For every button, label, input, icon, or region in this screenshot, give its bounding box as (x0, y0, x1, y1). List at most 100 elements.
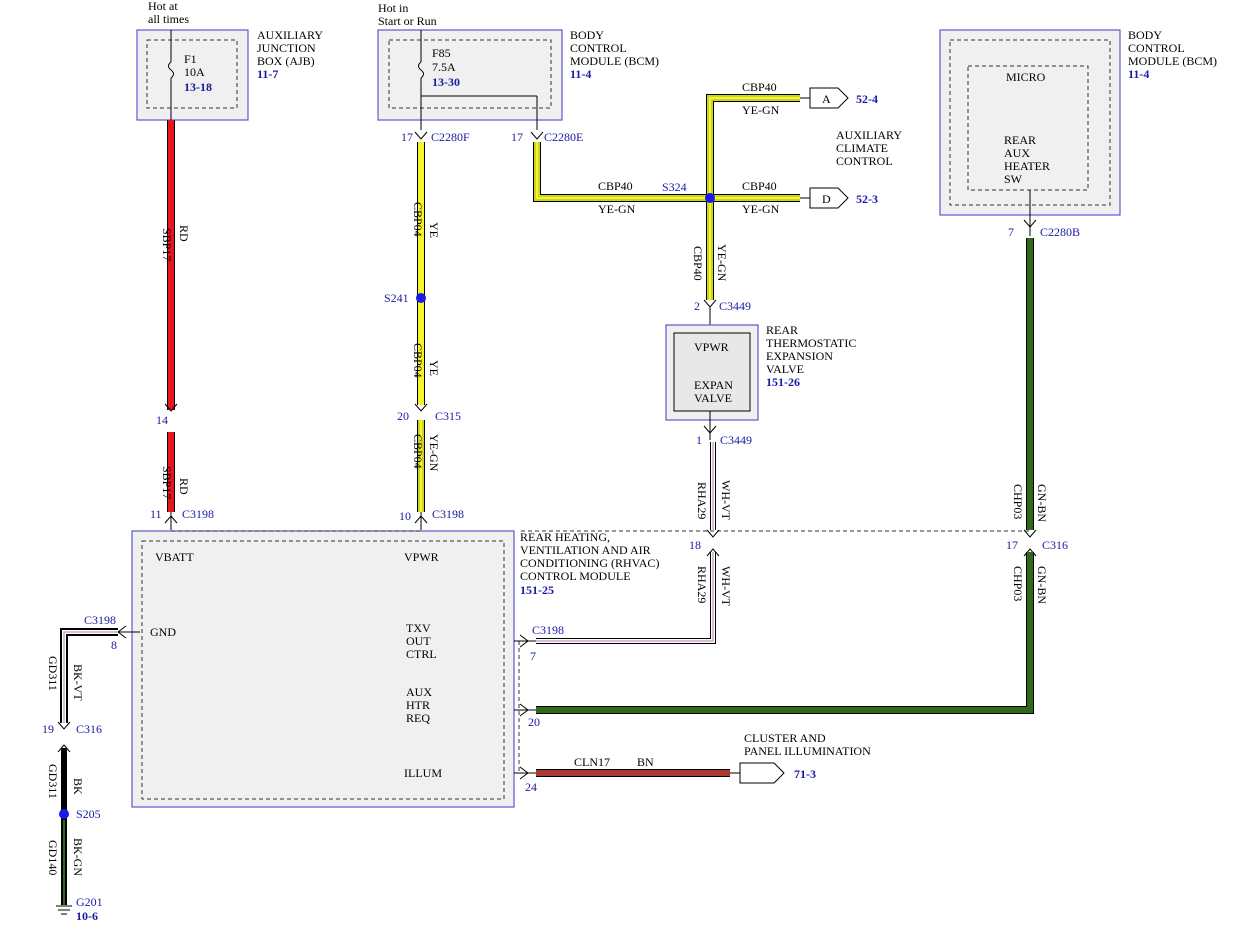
wire-color-yegn-left: YE-GN (598, 202, 636, 216)
rhvac-label-2: VENTILATION AND AIR (520, 543, 651, 557)
ajb-label-2: JUNCTION (257, 41, 316, 55)
rhvac-aux-2: HTR (406, 698, 430, 712)
wire-color-yegn-vertical: YE-GN (715, 244, 729, 282)
connector-c3198-top-left: C3198 (182, 507, 214, 521)
wire-color-bkgn: BK-GN (71, 838, 85, 876)
pin-11: 11 (150, 507, 162, 521)
header-all-times: all times (148, 12, 189, 26)
wire-label-cbp04-2: CBP04 (411, 343, 425, 378)
fuse-f1-amps: 10A (184, 65, 205, 79)
offpage-d-letter: D (822, 192, 831, 206)
rhvac-ref: 151-25 (520, 583, 554, 597)
fuse-f85-amps: 7.5A (432, 60, 456, 74)
fuse-icon (168, 61, 174, 79)
connector-c2280f: C2280F (431, 130, 470, 144)
wire-cbp40: S324 CBP40 YE-GN CBP40 YE-GN CBP40 YE-GN… (533, 80, 800, 325)
rhvac-vpwr: VPWR (404, 550, 439, 564)
splice-label-s205: S205 (76, 807, 101, 821)
splice-s324 (705, 193, 715, 203)
pin-20-c315: 20 (397, 409, 409, 423)
body-control-module-micro: MICRO REAR AUX HEATER SW BODY CONTROL MO… (939, 28, 1217, 239)
wire-color-rd-top: RD (177, 225, 191, 242)
pin-18: 18 (689, 538, 701, 552)
rhvac-aux-3: REQ (406, 711, 430, 725)
connector-c3198-gnd: C3198 (84, 613, 116, 627)
connector-c316-right: C316 (1042, 538, 1068, 552)
fuse-icon (418, 61, 424, 79)
cluster-label-2: PANEL ILLUMINATION (744, 744, 871, 758)
rhvac-illum: ILLUM (404, 766, 442, 780)
valve-vpwr: VPWR (694, 340, 729, 354)
wire-label-chp03-top: CHP03 (1011, 484, 1025, 519)
valve-ref: 151-26 (766, 375, 800, 389)
wire-color-bkvt: BK-VT (71, 664, 85, 701)
pin-8: 8 (111, 638, 117, 652)
wire-color-bn: BN (637, 755, 654, 769)
ajb-ref: 11-7 (257, 67, 278, 81)
ground-g201-ref: 10-6 (76, 909, 98, 923)
splice-s241 (416, 293, 426, 303)
ajb-label-1: AUXILIARY (257, 28, 323, 42)
micro-label: MICRO (1006, 70, 1046, 84)
micro-sw-4: SW (1004, 172, 1023, 186)
rhvac-label-3: CONDITIONING (RHVAC) (520, 556, 659, 570)
wire-color-rd-bottom: RD (177, 478, 191, 495)
wire-color-ye-1: YE (427, 222, 441, 238)
bcm-label-3: MODULE (BCM) (570, 54, 659, 68)
aux-climate-2: CLIMATE (836, 141, 888, 155)
bcm-ref: 11-4 (570, 67, 591, 81)
valve-expan: EXPAN (694, 378, 733, 392)
wire-label-cln17: CLN17 (574, 755, 610, 769)
cluster-ref: 71-3 (794, 767, 816, 781)
wire-label-gd311-bottom: GD311 (46, 764, 60, 799)
wire-cln17: CLN17 BN CLUSTER AND PANEL ILLUMINATION … (536, 731, 871, 784)
wire-rha29: RHA29 WH-VT 18 RHA29 WH-VT (536, 442, 733, 644)
wire-label-sbp17-top: SBP17 (160, 228, 174, 261)
pin-2: 2 (694, 299, 700, 313)
valve-label-3: EXPANSION (766, 349, 833, 363)
auxiliary-climate-control-label: AUXILIARY CLIMATE CONTROL (836, 128, 902, 168)
header-hot-in: Hot in (378, 1, 408, 15)
bcm-label-1: BODY (570, 28, 604, 42)
offpage-connector-a[interactable]: A 52-4 (800, 87, 878, 109)
splice-s205 (59, 809, 69, 819)
wire-color-yegn-top: YE-GN (742, 103, 780, 117)
connector-c3198-right: C3198 (532, 623, 564, 637)
offpage-a-ref: 52-4 (856, 92, 878, 106)
wire-label-cbp40-vertical: CBP40 (691, 246, 705, 281)
ajb-label-3: BOX (AJB) (257, 54, 315, 68)
fuse-f1: F1 (184, 52, 197, 66)
offpage-cluster-connector (739, 762, 785, 784)
wire-label-rha29-top: RHA29 (695, 482, 709, 519)
valve-label-2: THERMOSTATIC (766, 336, 856, 350)
header-hot-at: Hot at (148, 0, 178, 13)
wire-label-rha29-bottom: RHA29 (695, 566, 709, 603)
splice-label-s241: S241 (384, 291, 409, 305)
connector-c2280b: C2280B (1040, 225, 1080, 239)
wire-label-cbp04-1: CBP04 (411, 202, 425, 237)
aux-climate-1: AUXILIARY (836, 128, 902, 142)
bcm2-ref: 11-4 (1128, 67, 1149, 81)
wire-label-sbp17-bottom: SBP17 (160, 466, 174, 499)
wire-color-gnbn-top: GN-BN (1035, 484, 1049, 522)
rhvac-txv-3: CTRL (406, 647, 437, 661)
fuse-f1-ref: 13-18 (184, 80, 212, 94)
offpage-connector-d[interactable]: D 52-3 (800, 187, 878, 209)
pin-19: 19 (42, 722, 54, 736)
micro-sw-3: HEATER (1004, 159, 1050, 173)
bcm2-label-1: BODY (1128, 28, 1162, 42)
wire-label-gd140: GD140 (46, 840, 60, 875)
rear-thermostatic-expansion-valve: VPWR EXPAN VALVE REAR THERMOSTATIC EXPAN… (665, 323, 856, 447)
wire-color-ye-2: YE (427, 360, 441, 376)
offpage-d-ref: 52-3 (856, 192, 878, 206)
connector-c3449-top: C3449 (719, 299, 751, 313)
pin-20: 20 (528, 715, 540, 729)
ground-icon (56, 905, 72, 915)
rhvac-gnd: GND (150, 625, 176, 639)
rhvac-label-4: CONTROL MODULE (520, 569, 631, 583)
fuse-f85-ref: 13-30 (432, 75, 460, 89)
rhvac-label-1: REAR HEATING, (520, 530, 610, 544)
connectors-c2280: 17 C2280F 17 C2280E (401, 130, 583, 144)
valve-label-4: VALVE (766, 362, 804, 376)
